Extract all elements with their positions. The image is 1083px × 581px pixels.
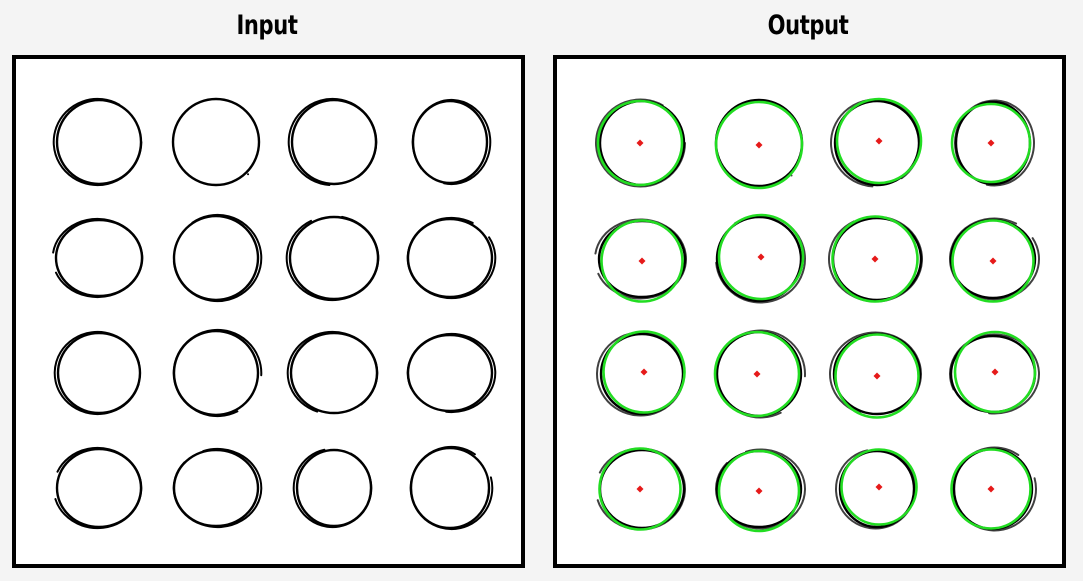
sketched-circle [52, 217, 144, 299]
fitted-circle [950, 448, 1032, 530]
sketched-circle [406, 332, 497, 414]
output-panel [553, 55, 1066, 568]
circle-center-marker [753, 370, 761, 378]
circle-center-marker [871, 255, 879, 263]
fitted-circle [713, 330, 801, 418]
input-panel-title: Input [236, 10, 298, 41]
sketched-circle [292, 448, 373, 529]
fitted-circle [717, 213, 805, 301]
output-fit-canvas [594, 97, 1040, 533]
sketched-circle [172, 213, 263, 303]
circle-center-marker [640, 368, 648, 376]
sketched-circle [835, 449, 916, 530]
fitted-circle [834, 333, 920, 419]
sketched-circle [406, 216, 497, 300]
circle-center-marker [875, 483, 883, 491]
fitted-circle [835, 97, 923, 185]
sketched-circle [54, 446, 143, 530]
sketched-circle [52, 97, 143, 187]
input-panel [12, 55, 525, 568]
circle-center-marker [987, 485, 995, 493]
circle-center-marker [991, 368, 999, 376]
fitted-circle [600, 219, 684, 303]
fitted-circle [602, 330, 686, 414]
fitted-circle [714, 100, 804, 190]
sketched-circle [287, 97, 378, 186]
sketched-circle [172, 328, 263, 418]
sketched-circle [172, 447, 263, 529]
sketched-circle [53, 330, 142, 416]
fitted-circle [598, 447, 682, 531]
sketched-circle [286, 330, 379, 415]
sketched-circle [285, 215, 380, 302]
fitted-circle [840, 448, 918, 526]
circle-center-marker [873, 372, 881, 380]
circle-center-marker [638, 257, 646, 265]
sketched-circle [171, 97, 261, 187]
circle-center-marker [987, 139, 995, 147]
circle-center-marker [875, 137, 883, 145]
sketched-circle [409, 445, 494, 531]
circle-center-marker [757, 253, 765, 261]
output-panel-title: Output [767, 10, 849, 41]
fitted-circle [596, 99, 684, 187]
sketched-circle [596, 331, 685, 417]
fitted-circle [953, 330, 1037, 414]
circle-center-marker [755, 141, 763, 149]
fitted-circle [950, 102, 1032, 184]
circle-center-marker [755, 487, 763, 495]
circle-center-marker [636, 485, 644, 493]
input-sketch-canvas [52, 97, 497, 531]
fitted-circle [951, 219, 1035, 303]
sketched-circle [411, 98, 492, 185]
circle-center-marker [989, 257, 997, 265]
circle-center-marker [636, 139, 644, 147]
fitted-circle [717, 449, 801, 533]
fitted-circle [831, 215, 919, 303]
